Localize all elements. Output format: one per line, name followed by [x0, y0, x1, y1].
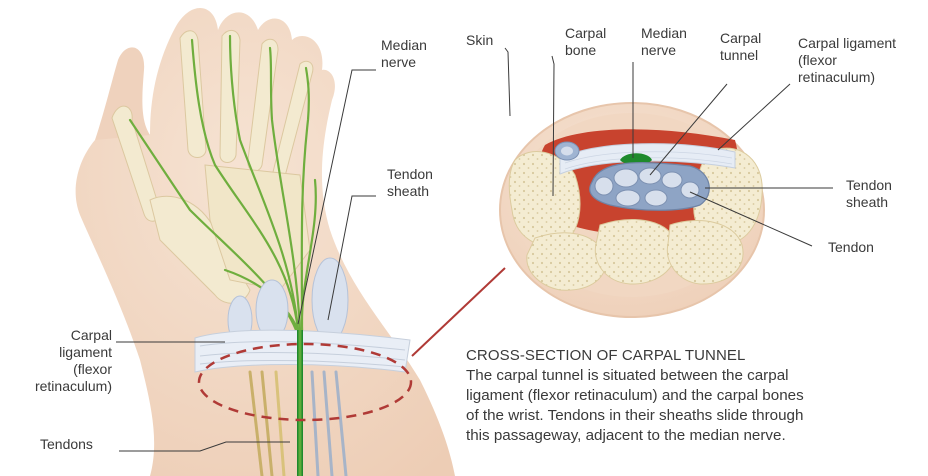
tendon-bundle [590, 163, 710, 211]
connector-line [412, 268, 505, 356]
label-tendon-sheath-section: Tendon sheath [846, 177, 892, 211]
label-carpal-tunnel: Carpal tunnel [720, 30, 761, 64]
label-tendons: Tendons [40, 436, 93, 453]
label-median-nerve-section: Median nerve [641, 25, 687, 59]
label-carpal-bone: Carpal bone [565, 25, 606, 59]
label-tendon: Tendon [828, 239, 874, 256]
cross-section [500, 103, 764, 317]
caption-body: The carpal tunnel is situated between th… [466, 366, 926, 446]
label-median-nerve-hand: Median nerve [381, 37, 427, 71]
label-tendon-sheath-hand: Tendon sheath [387, 166, 433, 200]
hand-illustration [76, 8, 455, 476]
label-carpal-ligament-section: Carpal ligament (flexor retinaculum) [798, 35, 896, 86]
caption: CROSS-SECTION OF CARPAL TUNNEL The carpa… [466, 346, 926, 446]
caption-title: CROSS-SECTION OF CARPAL TUNNEL [466, 346, 926, 366]
label-carpal-ligament-hand: Carpal ligament (flexor retinaculum) [0, 327, 112, 395]
label-skin: Skin [466, 32, 493, 49]
